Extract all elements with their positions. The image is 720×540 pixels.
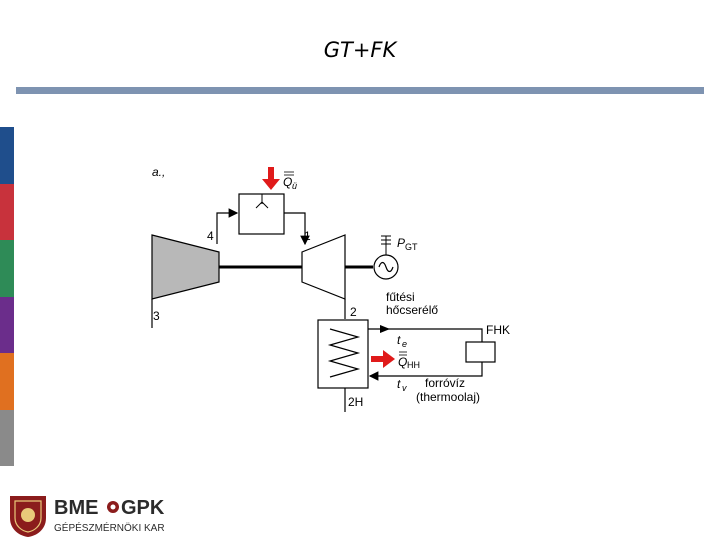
point-4-label: 4 <box>207 229 214 243</box>
point-1-label: 1 <box>304 229 311 243</box>
svg-text:e: e <box>402 339 407 349</box>
heat-input-arrow <box>262 167 280 190</box>
university-seal <box>10 496 46 537</box>
side-stripe-green <box>0 240 14 297</box>
svg-text:HH: HH <box>407 360 420 370</box>
slide-title: GT+FK <box>323 38 397 62</box>
generator <box>373 235 399 280</box>
supply-line <box>368 328 483 342</box>
gas-turbine <box>151 234 220 300</box>
svg-text:t: t <box>397 377 401 391</box>
svg-text:ü: ü <box>292 181 297 191</box>
flow-line-1 <box>284 212 310 246</box>
logo-faculty: GÉPÉSZMÉRNÖKI KAR <box>54 521 165 534</box>
consumer-fhk <box>465 341 496 363</box>
side-stripe-orange <box>0 353 14 410</box>
heat-hh-arrow <box>371 350 395 368</box>
svg-text:P: P <box>397 236 405 250</box>
heat-input-label: Q ü <box>283 171 297 191</box>
panel-label: a., <box>152 165 165 179</box>
heat-hh-label: Q HH <box>398 351 420 370</box>
svg-text:t: t <box>397 333 401 347</box>
hx-label-line1: fűtési <box>386 290 415 304</box>
flow-line-4 <box>216 208 239 244</box>
combustion-chamber <box>238 193 285 235</box>
side-stripe-purple <box>0 297 14 353</box>
point-2-label: 2 <box>350 305 357 319</box>
water-label-line2: (thermoolaj) <box>416 390 480 404</box>
consumer-label: FHK <box>486 323 510 337</box>
return-line <box>368 362 483 381</box>
power-label: P GT <box>397 236 418 252</box>
svg-text:GT: GT <box>405 242 418 252</box>
supply-temp-label: t e <box>397 333 407 349</box>
logo-bme: BME <box>54 497 98 519</box>
side-stripe-red <box>0 184 14 240</box>
logo-gpk: GPK <box>121 497 165 519</box>
point-3-label: 3 <box>153 309 160 323</box>
svg-text:v: v <box>402 383 407 393</box>
svg-text:Q: Q <box>398 355 407 369</box>
supply-arrow <box>380 325 390 333</box>
hx-label-line2: hőcserélő <box>386 303 438 317</box>
svg-text:Q: Q <box>283 175 292 189</box>
point-2H-label: 2H <box>348 395 363 409</box>
return-temp-label: t v <box>397 377 407 393</box>
water-label-line1: forróvíz <box>425 376 465 390</box>
title-divider <box>16 87 704 94</box>
side-stripe-gray <box>0 410 14 466</box>
side-stripe-blue <box>0 127 14 184</box>
heat-exchanger <box>317 319 369 389</box>
compressor <box>301 234 346 300</box>
bme-gpk-logo: BME GPK GÉPÉSZMÉRNÖKI KAR <box>10 496 165 537</box>
